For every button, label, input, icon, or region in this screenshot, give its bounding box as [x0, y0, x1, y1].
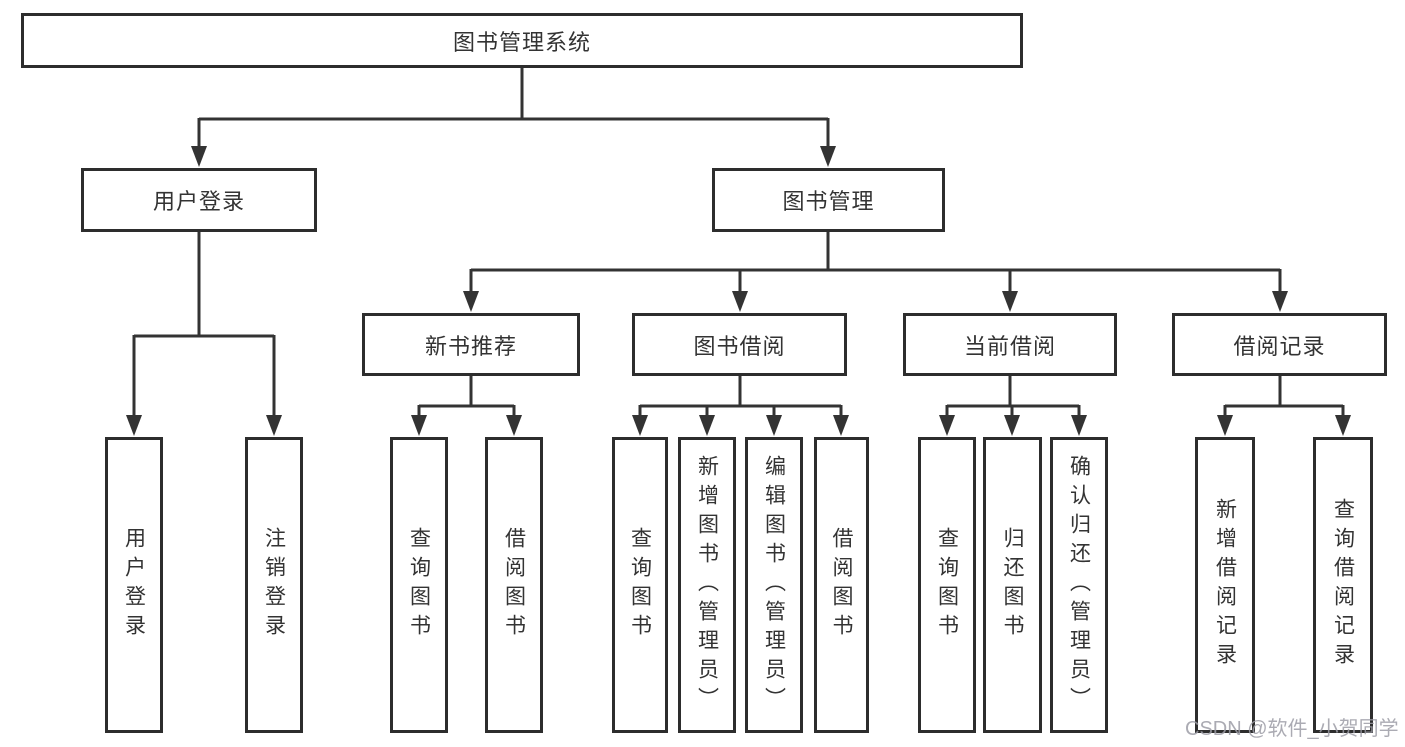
- leaf-user-login-label: 用户登录: [122, 527, 146, 643]
- leaf-query-borrow-record-label: 查询借阅记录: [1331, 498, 1355, 672]
- node-library-system-label: 图书管理系统: [452, 29, 591, 55]
- connector-book-borrow-branch: [632, 375, 849, 436]
- node-book-borrow: 图书借阅: [632, 313, 847, 376]
- leaf-query-book-3: 查询图书: [918, 437, 976, 733]
- leaf-borrow-book-2: 借阅图书: [814, 437, 869, 733]
- connector-current-borrow-branch: [939, 375, 1087, 436]
- leaf-add-borrow-record-label: 新增借阅记录: [1213, 498, 1237, 672]
- leaf-query-book-1-label: 查询图书: [407, 527, 431, 643]
- node-borrow-records-label: 借阅记录: [1233, 333, 1326, 359]
- leaf-confirm-return-admin-label: 确认归还（管理员）: [1067, 454, 1091, 716]
- leaf-query-book-2: 查询图书: [612, 437, 668, 733]
- leaf-borrow-book-2-label: 借阅图书: [830, 527, 853, 643]
- leaf-return-book: 归还图书: [983, 437, 1042, 733]
- connector-borrow-records-branch: [1217, 375, 1351, 436]
- node-book-management-label: 图书管理: [782, 189, 875, 214]
- leaf-return-book-label: 归还图书: [1001, 527, 1024, 643]
- leaf-add-book-admin: 新增图书（管理员）: [678, 437, 736, 733]
- node-current-borrow: 当前借阅: [903, 313, 1117, 376]
- leaf-edit-book-admin: 编辑图书（管理员）: [745, 437, 803, 733]
- node-current-borrow-label: 当前借阅: [963, 333, 1056, 359]
- leaf-user-login: 用户登录: [105, 437, 163, 733]
- leaf-query-borrow-record: 查询借阅记录: [1313, 437, 1373, 733]
- node-new-book-recommend-label: 新书推荐: [424, 333, 517, 359]
- csdn-watermark: CSDN @软件_小贺同学: [1185, 718, 1399, 740]
- node-user-login: 用户登录: [81, 168, 317, 232]
- leaf-edit-book-admin-label: 编辑图书（管理员）: [762, 454, 786, 716]
- leaf-query-book-1: 查询图书: [390, 437, 448, 733]
- leaf-logout-label: 注销登录: [262, 527, 286, 643]
- node-library-system: 图书管理系统: [21, 13, 1023, 68]
- leaf-add-book-admin-label: 新增图书（管理员）: [695, 454, 719, 716]
- leaf-query-book-3-label: 查询图书: [935, 527, 959, 643]
- node-borrow-records: 借阅记录: [1172, 313, 1387, 376]
- leaf-borrow-book-1-label: 借阅图书: [502, 527, 526, 643]
- node-book-borrow-label: 图书借阅: [693, 333, 786, 359]
- leaf-confirm-return-admin: 确认归还（管理员）: [1050, 437, 1108, 733]
- node-new-book-recommend: 新书推荐: [362, 313, 580, 376]
- node-book-management: 图书管理: [712, 168, 945, 232]
- leaf-query-book-2-label: 查询图书: [628, 527, 652, 643]
- connector-root-to-level2: [191, 67, 836, 167]
- leaf-logout: 注销登录: [245, 437, 303, 733]
- leaf-add-borrow-record: 新增借阅记录: [1195, 437, 1255, 733]
- connector-book-management-branch: [463, 231, 1288, 312]
- connector-user-login-branch: [126, 231, 282, 436]
- leaf-borrow-book-1: 借阅图书: [485, 437, 543, 733]
- connector-new-book-branch: [411, 375, 522, 436]
- node-user-login-label: 用户登录: [152, 189, 245, 214]
